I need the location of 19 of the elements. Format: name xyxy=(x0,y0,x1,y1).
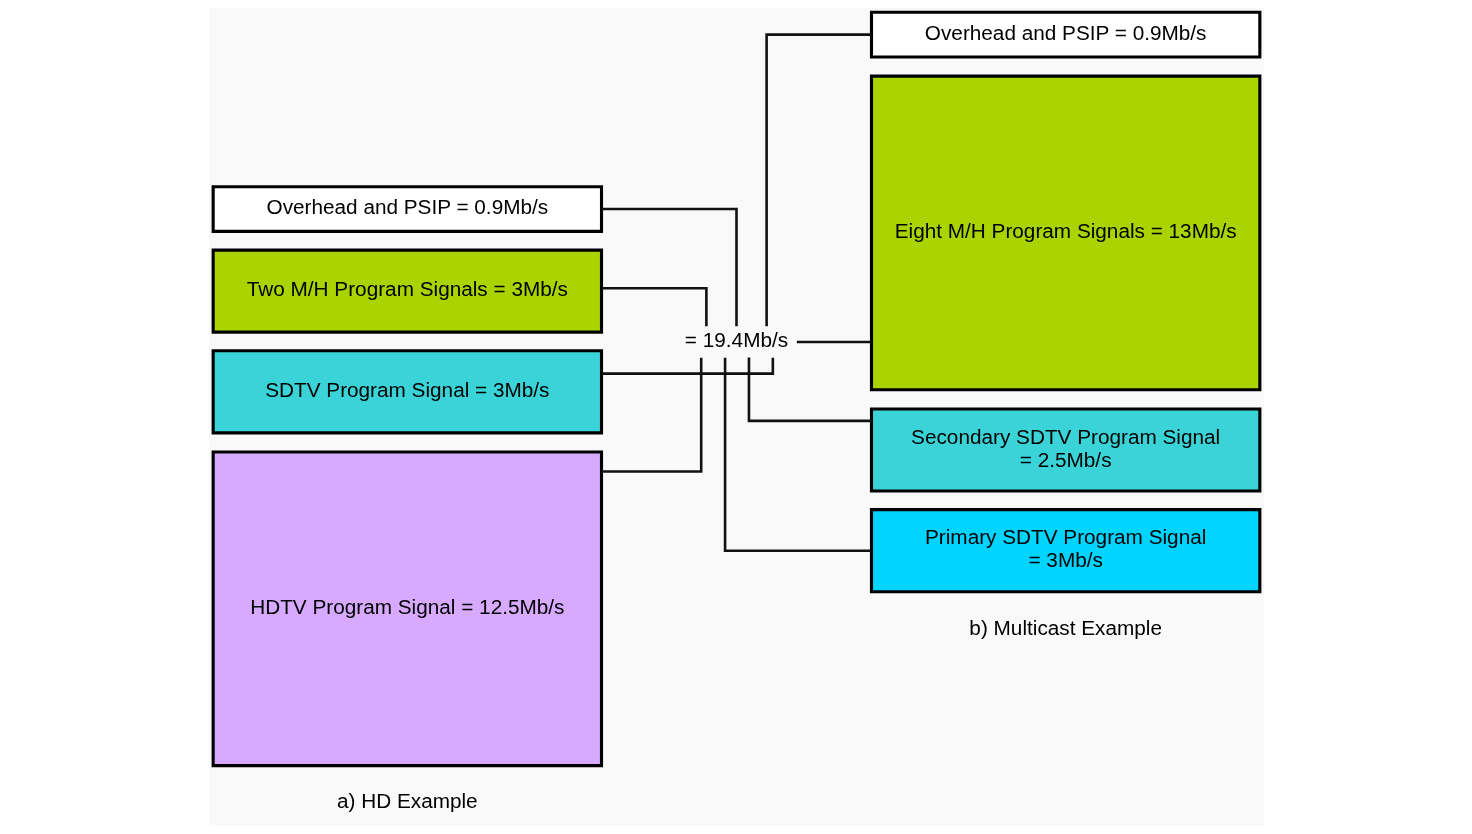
node-box: Secondary SDTV Program Signal = 2.5Mb/s xyxy=(869,407,1261,493)
node-box: Overhead and PSIP = 0.9Mb/s xyxy=(211,185,603,233)
node-box: Overhead and PSIP = 0.9Mb/s xyxy=(869,10,1261,59)
connector xyxy=(601,286,708,327)
connector xyxy=(601,357,774,375)
connector xyxy=(747,357,871,423)
node-text: = 19.4Mb/s xyxy=(684,328,788,352)
connector xyxy=(601,207,738,327)
node-box: Two M/H Program Signals = 3Mb/s xyxy=(211,248,603,334)
connector xyxy=(601,357,702,473)
node-box: Primary SDTV Program Signal = 3Mb/s xyxy=(869,508,1261,594)
connector xyxy=(764,33,871,327)
node-box: HDTV Program Signal = 12.5Mb/s xyxy=(211,450,603,768)
connector xyxy=(796,340,871,344)
label: b) Multicast Example xyxy=(968,615,1162,639)
connector xyxy=(723,357,871,552)
node-box: SDTV Program Signal = 3Mb/s xyxy=(211,349,603,435)
node-box: Eight M/H Program Signals = 13Mb/s xyxy=(869,74,1261,392)
label: a) HD Example xyxy=(336,789,478,813)
